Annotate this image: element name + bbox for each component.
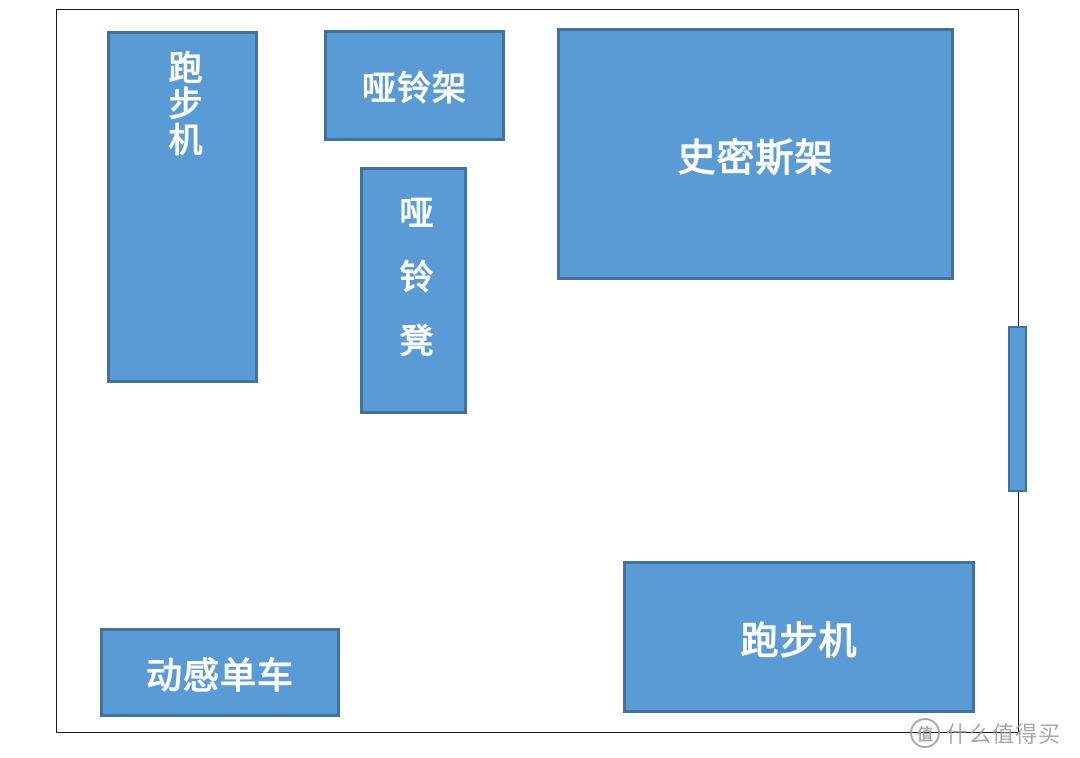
dumbbell-bench-label: 哑铃凳 <box>393 194 433 387</box>
watermark: 值 什么值得买 <box>910 713 1061 753</box>
treadmill-left-label: 跑步机 <box>162 50 202 158</box>
treadmill-right-block: 跑步机 <box>623 561 975 713</box>
dumbbell-rack-block: 哑铃架 <box>324 30 505 141</box>
door-block <box>1008 326 1027 492</box>
treadmill-left-block: 跑步机 <box>107 31 258 383</box>
spin-bike-block: 动感单车 <box>100 628 340 717</box>
treadmill-right-label: 跑步机 <box>740 618 858 663</box>
watermark-logo-icon: 值 <box>910 718 940 748</box>
dumbbell-rack-label: 哑铃架 <box>362 69 467 109</box>
spin-bike-label: 动感单车 <box>145 655 294 697</box>
smith-machine-label: 史密斯架 <box>677 135 834 180</box>
watermark-text: 什么值得买 <box>946 723 1062 748</box>
dumbbell-bench-block: 哑铃凳 <box>360 167 467 414</box>
smith-machine-block: 史密斯架 <box>557 28 954 280</box>
